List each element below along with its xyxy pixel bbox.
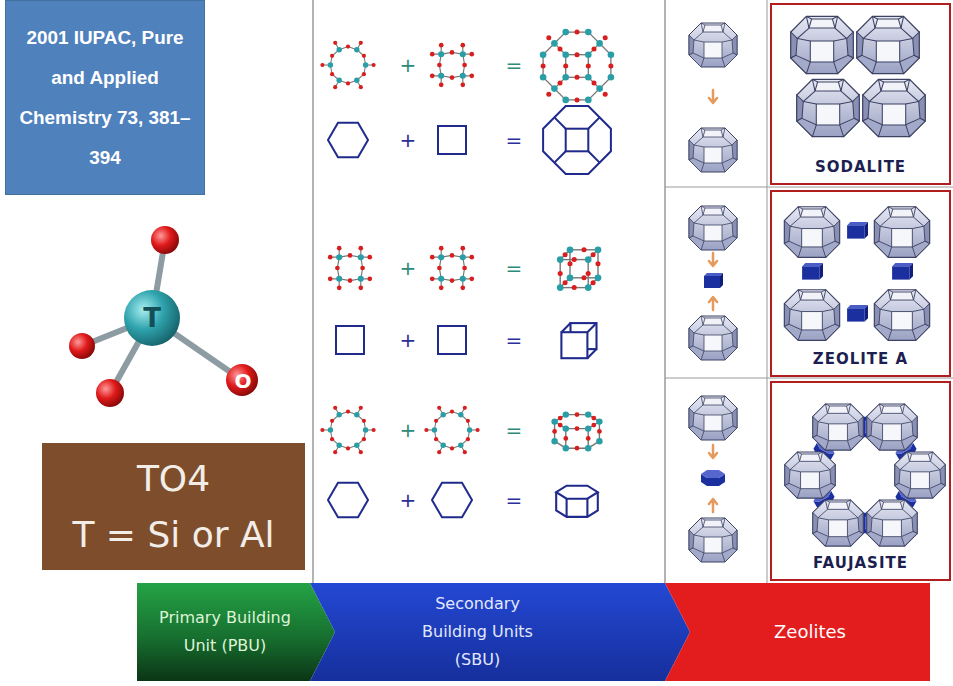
double-four-ring-outline [561,323,596,358]
double-six-ring [701,470,725,486]
sodalite-cage [867,500,917,546]
join-arrow [709,297,717,310]
zeolite-a-framework [784,207,929,341]
plus-sign: + [400,488,417,512]
double-four-ring-molecule [557,246,602,291]
four-ring-outline [438,126,466,154]
stage-arrow-text: Secondary Building Units (SBU) [410,590,545,674]
double-four-ring [847,222,868,239]
join-arrow [709,499,717,512]
sodalite-cage [857,16,919,73]
double-four-ring [892,263,913,280]
six-ring-outline [328,483,368,518]
sodalite-cage [797,79,859,136]
equals-sign: = [506,256,523,280]
six-ring-molecule [320,406,375,454]
stage-arrow-text: Zeolites [774,618,846,646]
atom-symbol: T [143,303,161,333]
equals-sign: = [506,418,523,442]
stage-arrow-text: Primary Building Unit (PBU) [150,604,300,660]
formula-box: TO4T = Si or Al [42,443,305,570]
double-six-ring-outline [556,486,598,517]
four-ring-molecule [328,246,372,290]
structure-frame: SODALITE [770,3,951,185]
panel-lines [313,0,953,583]
sodalite-cage [784,207,839,258]
sodalite-cage [689,23,737,67]
join-arrow [709,253,717,266]
plus-sign: + [400,53,417,77]
plus-sign: + [400,328,417,352]
four-ring-molecule [430,246,474,290]
four-ring-outline [336,326,364,354]
formula-box-text: T = Si or Al [72,507,274,563]
arrow-shape [137,583,335,681]
stage-arrow: Primary Building Unit (PBU) [137,583,335,681]
sodalite-cage [813,404,863,450]
sodalite-cage [874,290,929,341]
plus-sign: + [400,128,417,152]
sodalite-cage [895,452,945,498]
double-four-ring [802,263,823,280]
equals-sign: = [506,328,523,352]
join-arrow [709,90,717,103]
equals-sign: = [506,488,523,512]
plus-sign: + [400,418,417,442]
sodalite-cage [689,316,737,360]
six-ring-molecule [320,41,375,89]
sodalite-cage-outline [543,106,611,174]
sodalite-cage [874,207,929,258]
double-four-ring [847,305,868,322]
equals-sign: = [506,53,523,77]
sodalite-cage [689,128,737,172]
sodalite-cage [784,290,839,341]
citation-box: 2001 IUPAC, Pure and Applied Chemistry 7… [5,0,205,195]
arrow-band [665,583,930,681]
four-ring-molecule [430,43,474,87]
formula-box-text: TO4 [137,451,210,507]
stage-arrow: Secondary Building Units (SBU) [310,583,690,681]
sodalite-framework [791,16,925,136]
sodalite-cage [689,518,737,562]
stage-arrow: Zeolites [665,583,930,681]
sodalite-cage [863,79,925,136]
six-ring-molecule [424,406,479,454]
faujasite-framework [785,404,945,546]
join-arrow [709,445,717,458]
cage-assembly [689,23,737,562]
structure-frame: ZEOLITE A [770,190,951,377]
sodalite-cage [785,452,835,498]
structure-frame-text: ZEOLITE A [809,349,912,369]
arrow-band [137,583,335,681]
sodalite-cage-molecule [540,29,614,103]
sodalite-cage [791,16,853,73]
sodalite-cage [689,206,737,250]
equals-sign: = [506,128,523,152]
six-ring-outline [328,123,368,158]
atom-symbol: O [234,369,251,393]
structure-frame: FAUJASITE [770,381,951,581]
structure-frame-text: FAUJASITE [809,553,912,573]
sodalite-cage [813,500,863,546]
citation-box-text: 2001 IUPAC, Pure and Applied Chemistry 7… [10,18,200,178]
six-ring-outline [432,483,472,518]
to4-molecule [69,226,258,407]
sbu-drawings [320,29,614,518]
arrow-band [310,583,690,681]
double-four-ring [704,273,723,288]
sodalite-cage [867,404,917,450]
four-ring-outline [438,326,466,354]
sodalite-cage [689,396,737,440]
double-six-ring-molecule [551,411,602,451]
plus-sign: + [400,256,417,280]
structure-frame-text: SODALITE [811,157,910,177]
